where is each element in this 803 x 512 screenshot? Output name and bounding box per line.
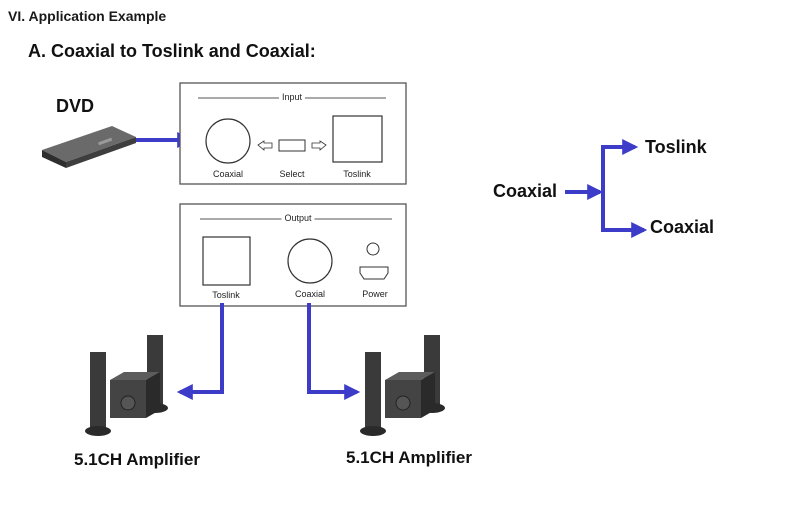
output-coaxial-jack-icon [287, 238, 333, 284]
application-subtitle: A. Coaxial to Toslink and Coaxial: [28, 41, 316, 61]
input-panel-title: Input [278, 92, 306, 102]
amplifier-speaker-icon [85, 335, 168, 436]
flow-output-coaxial-label: Coaxial [650, 217, 715, 237]
power-port-icon [359, 266, 389, 280]
arrow-right-icon [311, 140, 327, 151]
toslink-to-amp-cable [176, 303, 224, 400]
output-toslink-label: Toslink [212, 290, 240, 300]
output-panel [179, 203, 407, 307]
flow-output-toslink-label: Toslink [645, 137, 707, 157]
select-button-icon [278, 139, 306, 152]
output-toslink-port-icon [202, 236, 251, 286]
dvd-player-icon [42, 126, 136, 168]
power-led-icon [366, 242, 380, 256]
input-coaxial-jack-icon [205, 118, 251, 164]
input-coaxial-label: Coaxial [212, 169, 244, 179]
input-panel [179, 82, 407, 185]
signal-flow-diagram [565, 139, 648, 238]
flow-input-label: Coaxial [493, 181, 558, 201]
dvd-label: DVD [56, 96, 95, 116]
input-toslink-port-icon [332, 115, 383, 163]
output-panel-title: Output [281, 213, 315, 223]
amplifier-label-left: 5.1CH Amplifier [74, 450, 200, 469]
output-coaxial-label: Coaxial [294, 289, 326, 299]
amplifier-label-right: 5.1CH Amplifier [346, 448, 472, 467]
select-label: Select [279, 169, 305, 179]
input-toslink-label: Toslink [343, 169, 371, 179]
power-label: Power [362, 289, 388, 299]
arrow-left-icon [257, 140, 273, 151]
coaxial-to-amp-cable [307, 303, 361, 400]
amplifier-speaker-icon [360, 335, 445, 436]
section-title: VI. Application Example [8, 8, 167, 24]
